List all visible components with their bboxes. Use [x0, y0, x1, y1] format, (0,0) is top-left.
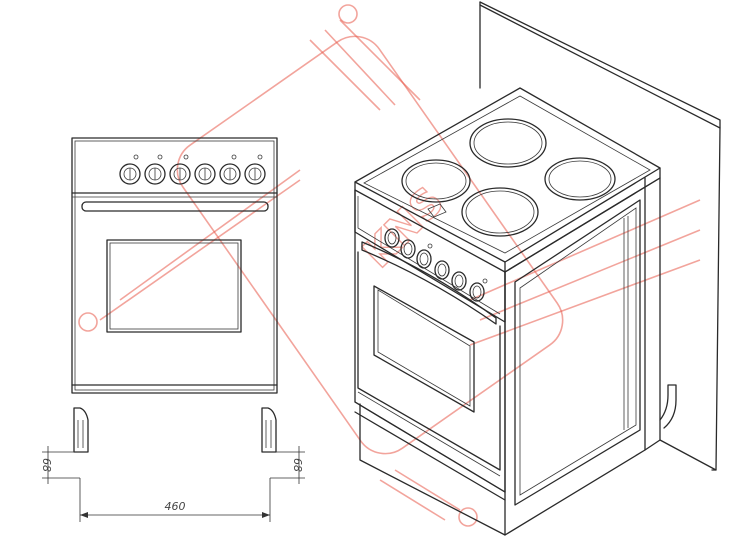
cooktop: [354, 87, 661, 273]
iso-knob: [469, 282, 485, 302]
front-knob: [244, 163, 266, 185]
iso-side-face: [504, 177, 661, 536]
dimension-foot-height-left: 68: [40, 458, 53, 472]
burner-back: [469, 118, 547, 168]
front-view: 68 68 460: [40, 137, 305, 522]
front-knob: [119, 163, 141, 185]
dimension-lines: 68 68 460: [40, 446, 305, 522]
dimension-foot-height-right: 68: [291, 458, 304, 472]
front-knob: [194, 163, 216, 185]
front-knob: [219, 163, 241, 185]
iso-knobs: [384, 228, 485, 302]
iso-knob: [416, 249, 432, 269]
dimension-width: 460: [165, 500, 186, 513]
iso-knob: [451, 271, 467, 291]
iso-knob: [384, 228, 400, 248]
burner-left: [401, 159, 471, 203]
wall-panel: [479, 1, 721, 471]
isometric-view: [354, 1, 721, 536]
iso-knob: [400, 239, 416, 259]
front-indicators: [133, 154, 263, 160]
burner-front: [461, 187, 539, 237]
power-cable: [659, 384, 677, 429]
front-knob: [144, 163, 166, 185]
iso-front-face: [354, 189, 506, 536]
front-feet: [73, 407, 277, 453]
front-knobs: [119, 163, 266, 185]
watermark-logo: KNS: [78, 4, 701, 527]
front-knob: [169, 163, 191, 185]
burner-right: [544, 157, 616, 201]
iso-knob: [434, 260, 450, 280]
